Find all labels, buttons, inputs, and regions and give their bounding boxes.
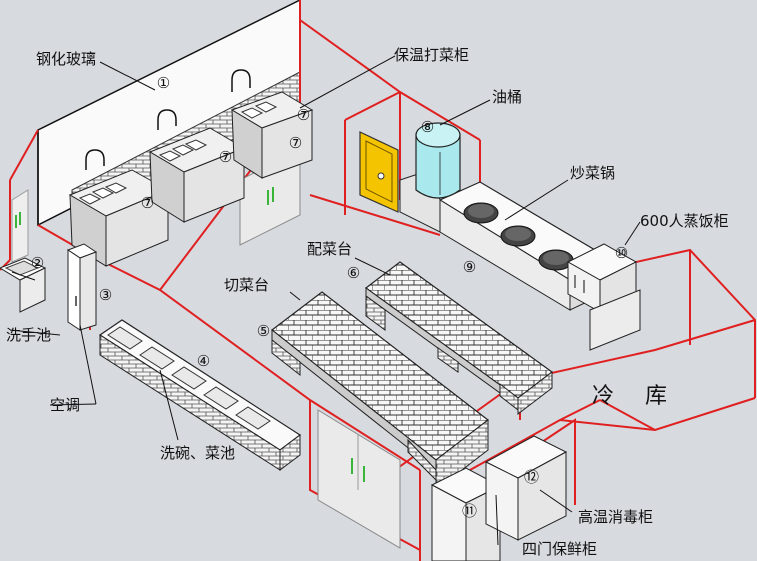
- number-6: ⑥: [346, 264, 361, 282]
- number-8: ⑧: [420, 118, 435, 136]
- wall-arches: [85, 69, 251, 170]
- prep-table-drawing: [364, 261, 554, 416]
- label-hand-sink: 洗手池: [6, 326, 52, 344]
- number-10: ⑩: [614, 244, 629, 262]
- number-1: ①: [156, 74, 171, 92]
- label-cold-storage-part2: 库: [645, 384, 668, 409]
- label-four-door-fridge: 四门保鲜柜: [522, 540, 598, 558]
- hand-sink-drawing: [0, 257, 47, 313]
- wash-sinks-drawing: [98, 319, 302, 471]
- wok-stove-drawing: [399, 169, 614, 311]
- number-7-a: ⑦: [140, 194, 155, 212]
- label-leader-lines: [9, 55, 641, 546]
- number-3: ③: [98, 286, 113, 304]
- cutting-table-drawing: [271, 291, 489, 492]
- oil-drum-drawing: [415, 122, 461, 199]
- left-door: [11, 189, 29, 263]
- label-cold-storage-part1: 冷: [592, 384, 615, 409]
- number-7-b: ⑦: [218, 148, 233, 166]
- number-7-d: ⑦: [288, 134, 303, 152]
- label-wash-sinks: 洗碗、菜池: [160, 444, 236, 462]
- label-air-conditioner: 空调: [50, 396, 81, 414]
- warm-food-counters: [68, 91, 314, 267]
- number-5: ⑤: [256, 322, 271, 340]
- bottom-door: [317, 409, 401, 549]
- label-rice-steamer: 600人蒸饭柜: [640, 212, 729, 230]
- number-4: ④: [196, 352, 211, 370]
- sterilizer-drawing: [484, 435, 568, 541]
- label-prep-table: 配菜台: [307, 240, 353, 258]
- label-warm-food-cabinet: 保温打菜柜: [394, 46, 470, 64]
- number-7-c: ⑦: [296, 106, 311, 124]
- label-wok: 炒菜锅: [570, 164, 616, 182]
- label-cutting-table: 切菜台: [224, 276, 270, 294]
- label-oil-drum: 油桶: [492, 88, 523, 106]
- number-2: ②: [30, 254, 45, 272]
- label-sterilizer: 高温消毒柜: [578, 508, 654, 526]
- number-12: ⑫: [524, 468, 540, 486]
- air-conditioner-drawing: [66, 243, 98, 331]
- rice-steamer-drawing: [566, 243, 641, 351]
- number-11: ⑪: [462, 502, 478, 520]
- storage-door: [359, 131, 399, 213]
- number-9: ⑨: [462, 258, 477, 276]
- label-tempered-glass: 钢化玻璃: [36, 50, 97, 68]
